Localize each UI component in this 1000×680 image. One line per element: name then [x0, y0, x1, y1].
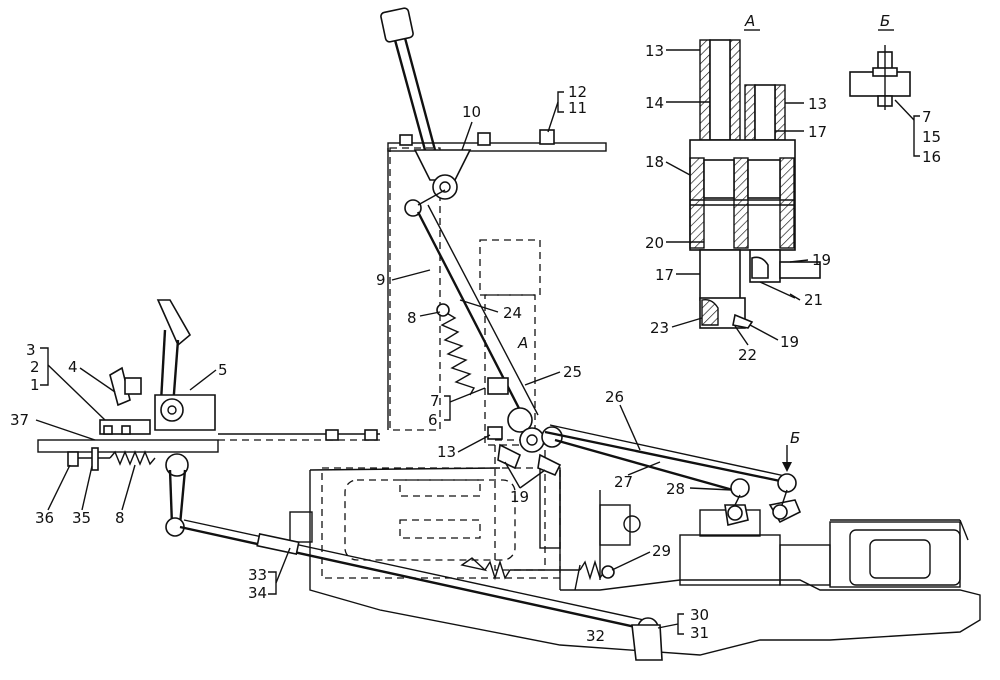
detail-a-label-18: 18	[645, 153, 664, 171]
detail-b-label-7: 7	[922, 108, 932, 126]
detail-a-label-21: 21	[804, 291, 823, 309]
label-27: 27	[614, 473, 633, 491]
label-32: 32	[586, 627, 605, 645]
main-leaders	[35, 91, 733, 635]
detail-a-label-22: 22	[738, 346, 757, 364]
label-35: 35	[72, 509, 91, 527]
rods-26-27	[544, 424, 802, 526]
detail-b-label-15: 15	[922, 128, 941, 146]
detail-a-label-20: 20	[645, 234, 664, 252]
detail-b-label-16: 16	[922, 148, 941, 166]
label-12: 12	[568, 83, 587, 101]
spring-8-lower	[67, 447, 156, 471]
gearbox-housing	[289, 439, 641, 579]
label-33: 33	[248, 566, 267, 584]
pedal-4	[99, 366, 151, 435]
label-4: 4	[68, 358, 78, 376]
label-36: 36	[35, 509, 54, 527]
label-24: 24	[503, 304, 522, 322]
label-9: 9	[376, 271, 386, 289]
label-8-lower: 8	[115, 509, 125, 527]
arrow-b	[782, 445, 792, 472]
label-37: 37	[10, 411, 29, 429]
main-labels: 3 2 1 4 5 37 36 35 8 8 9 10 11 12 24 А 2…	[10, 83, 800, 645]
detail-a-title: А	[744, 12, 755, 30]
right-components	[679, 509, 969, 588]
pedal-bar	[37, 429, 380, 453]
spring-29	[460, 557, 615, 591]
label-13: 13	[437, 443, 456, 461]
main-assembly	[37, 7, 981, 661]
label-5: 5	[218, 361, 228, 379]
detail-view-a: А 13 13 14 17 18 20 19	[645, 12, 831, 364]
linkage-cluster	[487, 377, 563, 477]
label-2: 2	[30, 358, 40, 376]
label-8-upper: 8	[407, 309, 417, 327]
spring-24	[436, 303, 476, 396]
detail-a-label-19-bottom: 19	[780, 333, 799, 351]
detail-a-label-19-right: 19	[812, 251, 831, 269]
pedal-5	[154, 299, 216, 431]
label-28: 28	[666, 480, 685, 498]
label-3: 3	[26, 341, 36, 359]
label-29: 29	[652, 542, 671, 560]
label-6: 6	[428, 411, 438, 429]
label-19: 19	[510, 488, 529, 506]
label-31: 31	[690, 624, 709, 642]
label-26: 26	[605, 388, 624, 406]
detail-a-label-13-right: 13	[808, 95, 827, 113]
lower-lever	[165, 453, 189, 537]
label-30: 30	[690, 606, 709, 624]
top-plate	[387, 129, 607, 181]
detail-a-label-14: 14	[645, 94, 664, 112]
label-34: 34	[248, 584, 267, 602]
detail-a-label-17-right: 17	[808, 123, 827, 141]
detail-a-label-23: 23	[650, 319, 669, 337]
label-7: 7	[430, 392, 440, 410]
label-11: 11	[568, 99, 587, 117]
detail-a-label-17-left: 17	[655, 266, 674, 284]
rod-33-34	[179, 519, 663, 661]
upper-lever	[380, 7, 458, 200]
label-10: 10	[462, 103, 481, 121]
cab-panel	[387, 147, 541, 446]
detail-view-b: Б 7 15 16	[849, 12, 941, 166]
detail-a-label-13-left: 13	[645, 42, 664, 60]
label-view-a: А	[517, 334, 528, 352]
label-1: 1	[30, 376, 40, 394]
detail-b-title: Б	[880, 12, 890, 30]
label-arrow-b: Б	[790, 429, 800, 447]
label-25: 25	[563, 363, 582, 381]
